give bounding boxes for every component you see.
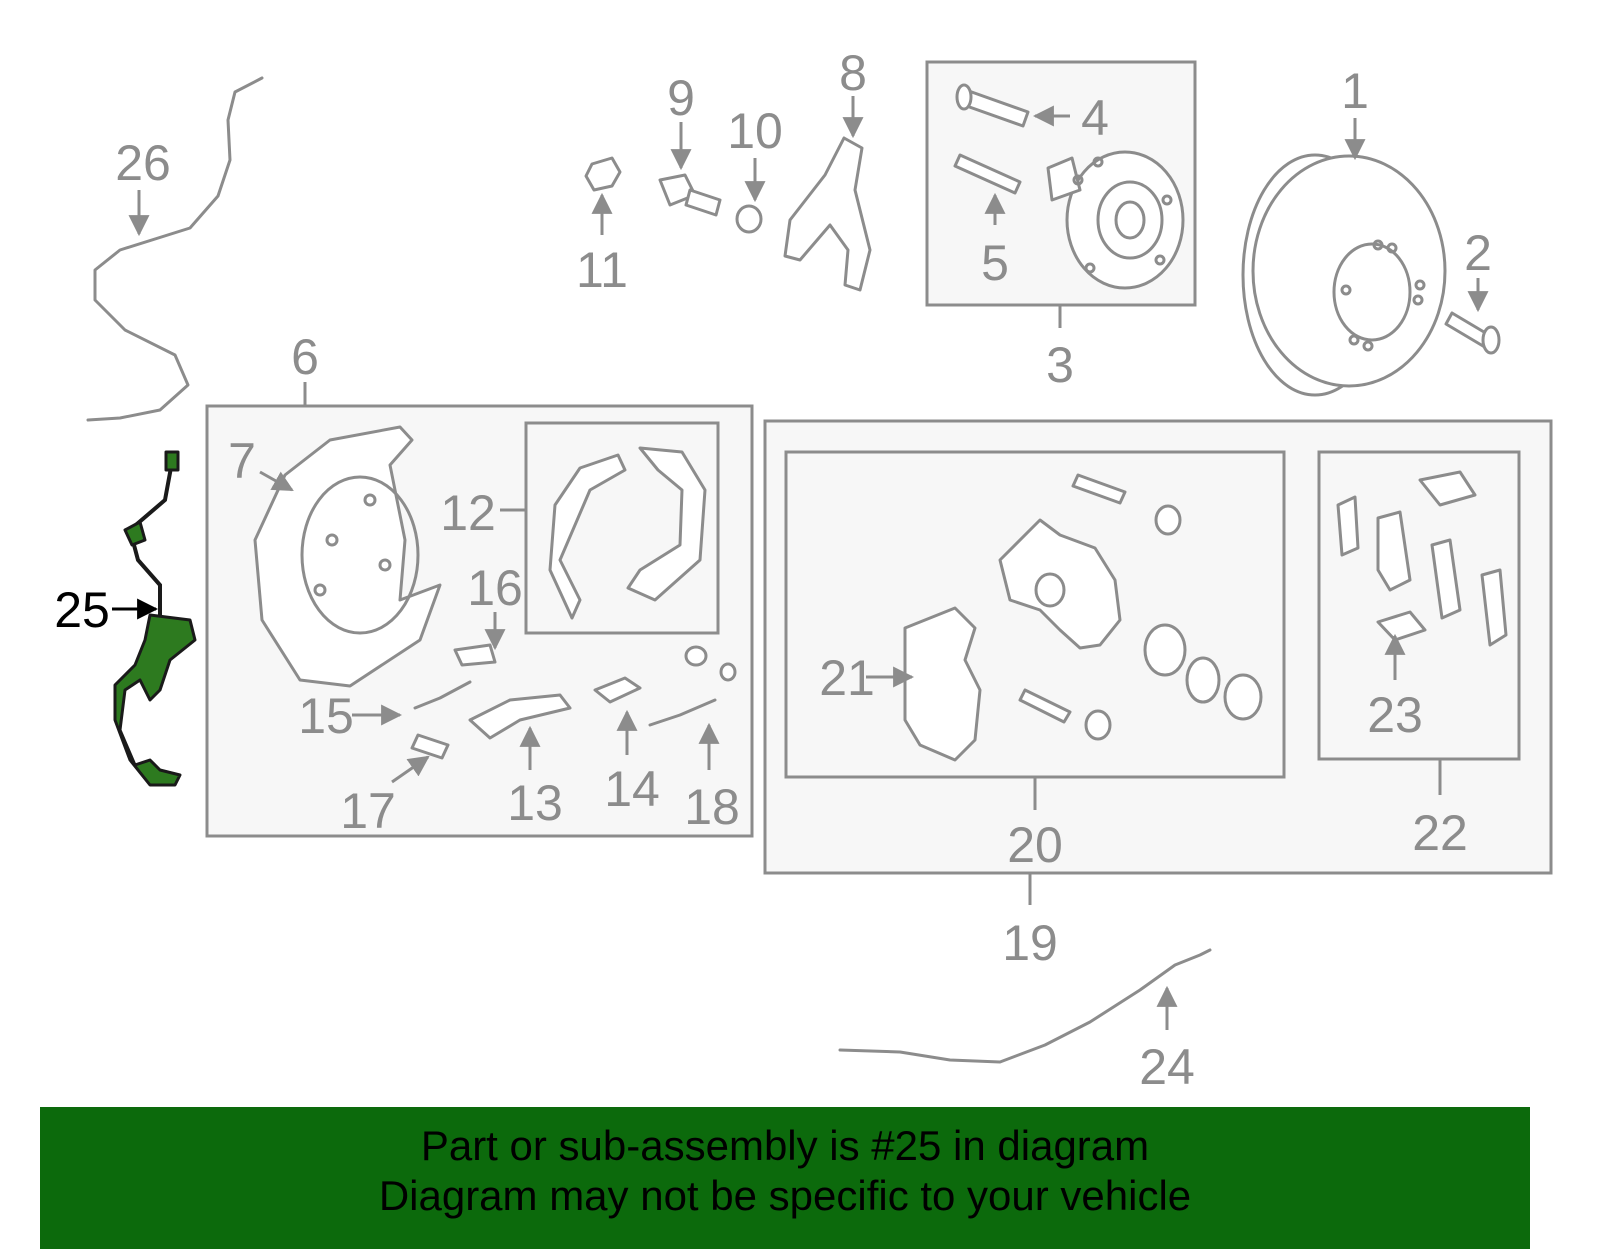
- nut-drawing: [584, 156, 622, 192]
- rotor-bolt-drawing: [1444, 311, 1501, 355]
- hub-bolt-drawing: [955, 83, 1030, 128]
- callout-20: 20: [1007, 817, 1063, 873]
- callout-13: 13: [507, 775, 563, 831]
- lever-13-drawing: [468, 693, 572, 740]
- brake-pads-drawing: [1336, 470, 1508, 647]
- wheel-speed-sensor-highlighted: [113, 450, 197, 787]
- bush-drawing: [684, 645, 708, 667]
- callout-26: 26: [115, 135, 171, 191]
- callout-23: 23: [1367, 687, 1423, 743]
- leader-17: [391, 755, 430, 784]
- guide-pin-upper-drawing: [1071, 473, 1127, 505]
- callout-21: 21: [819, 650, 875, 706]
- caliper-body-drawing: [998, 518, 1122, 650]
- callout-3: 3: [1046, 337, 1074, 393]
- callout-10: 10: [727, 103, 783, 159]
- caliper-assembly-box: [784, 450, 1286, 779]
- clip-17-drawing: [410, 733, 450, 760]
- callout-6: 6: [291, 329, 319, 385]
- washer-drawing: [735, 204, 763, 234]
- callout-14: 14: [604, 761, 660, 817]
- leader-7: [259, 470, 294, 492]
- callout-1: 1: [1341, 63, 1369, 119]
- hub-pin-drawing: [953, 153, 1022, 195]
- callout-18: 18: [684, 779, 740, 835]
- callout-8: 8: [839, 45, 867, 101]
- flange-bolt-drawing: [658, 173, 722, 217]
- guide-pin-lower-drawing: [1018, 688, 1072, 724]
- callout-4: 4: [1081, 90, 1109, 146]
- callout-9: 9: [667, 70, 695, 126]
- brake-hose-drawing: [838, 948, 1212, 1064]
- callout-11: 11: [576, 242, 628, 298]
- callout-19: 19: [1002, 915, 1058, 971]
- callout-22: 22: [1412, 805, 1468, 861]
- callout-7: 7: [228, 433, 256, 489]
- callout-25: 25: [54, 582, 110, 638]
- callout-17: 17: [340, 783, 396, 839]
- bracket-drawing: [783, 136, 872, 292]
- adjuster-15-drawing: [413, 680, 472, 710]
- caliper-piston-drawing: [1143, 623, 1263, 721]
- brake-rotor-drawing: [1241, 153, 1447, 397]
- callout-12: 12: [440, 485, 496, 541]
- info-banner: Part or sub-assembly is #25 in diagram D…: [40, 1107, 1530, 1249]
- boot-upper-drawing: [1154, 504, 1182, 536]
- pin-14-drawing: [593, 676, 642, 704]
- spring-16-drawing: [453, 643, 497, 667]
- callout-15: 15: [298, 688, 354, 744]
- speed-sensor-harness-drawing: [86, 76, 264, 422]
- spring-18-drawing: [648, 698, 717, 727]
- parking-brake-shoes-drawing: [548, 446, 707, 620]
- callout-5: 5: [981, 235, 1009, 291]
- caliper-carrier-drawing: [903, 606, 982, 762]
- callout-24: 24: [1139, 1039, 1195, 1095]
- callout-2: 2: [1464, 225, 1492, 281]
- boot-lower-drawing: [1084, 709, 1112, 741]
- banner-line-1: Part or sub-assembly is #25 in diagram: [420, 1122, 1150, 1169]
- banner-line-2: Diagram may not be specific to your vehi…: [378, 1172, 1192, 1219]
- callout-16: 16: [467, 560, 523, 616]
- hub-bearing-drawing: [1046, 150, 1185, 290]
- ring-drawing: [719, 662, 737, 682]
- backing-plate-drawing: [253, 425, 442, 688]
